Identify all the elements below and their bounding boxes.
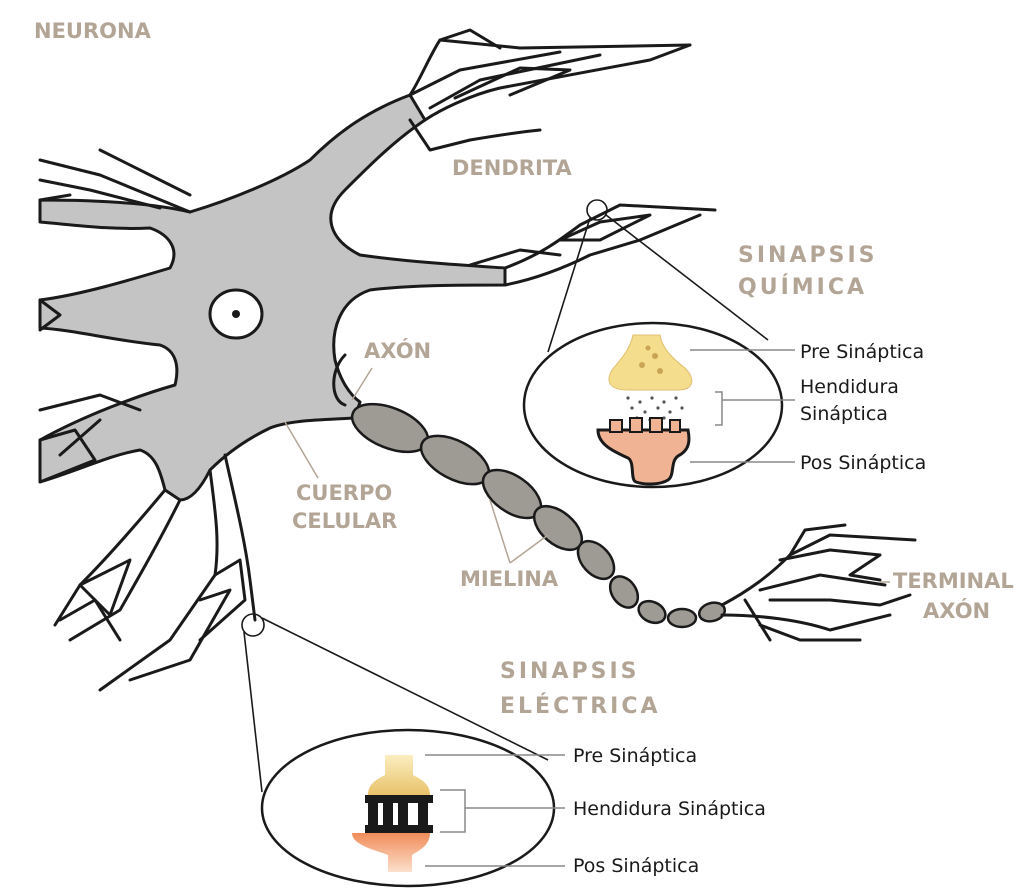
nucleus — [210, 290, 262, 338]
electrical-title-line1: SINAPSIS — [500, 659, 639, 684]
label-terminal-line1: TERMINAL — [893, 569, 1014, 593]
chemical-pre-label: Pre Sináptica — [800, 341, 924, 363]
electrical-synapse-zoom — [242, 614, 565, 886]
chemical-post-label: Pos Sináptica — [800, 452, 926, 474]
label-cuerpo-line1: CUERPO — [296, 481, 392, 505]
chemical-cleft-line1: Hendidura — [800, 376, 899, 398]
chemical-cleft-line2: Sináptica — [800, 403, 888, 425]
electrical-title-line2: ELÉCTRICA — [500, 693, 661, 719]
label-dendrita: DENDRITA — [452, 156, 572, 180]
label-mielina: MIELINA — [460, 567, 559, 591]
chemical-title-line2: QUÍMICA — [738, 274, 867, 300]
diagram-title: NEURONA — [34, 19, 152, 43]
electrical-cleft-label: Hendidura Sináptica — [573, 798, 766, 820]
label-terminal-line2: AXÓN — [923, 598, 990, 623]
label-cuerpo-line2: CELULAR — [292, 509, 397, 533]
electrical-pre-label: Pre Sináptica — [573, 745, 697, 767]
electrical-post-label: Pos Sináptica — [573, 855, 699, 877]
chemical-title-line1: SINAPSIS — [738, 243, 877, 268]
label-axon: AXÓN — [364, 338, 431, 363]
